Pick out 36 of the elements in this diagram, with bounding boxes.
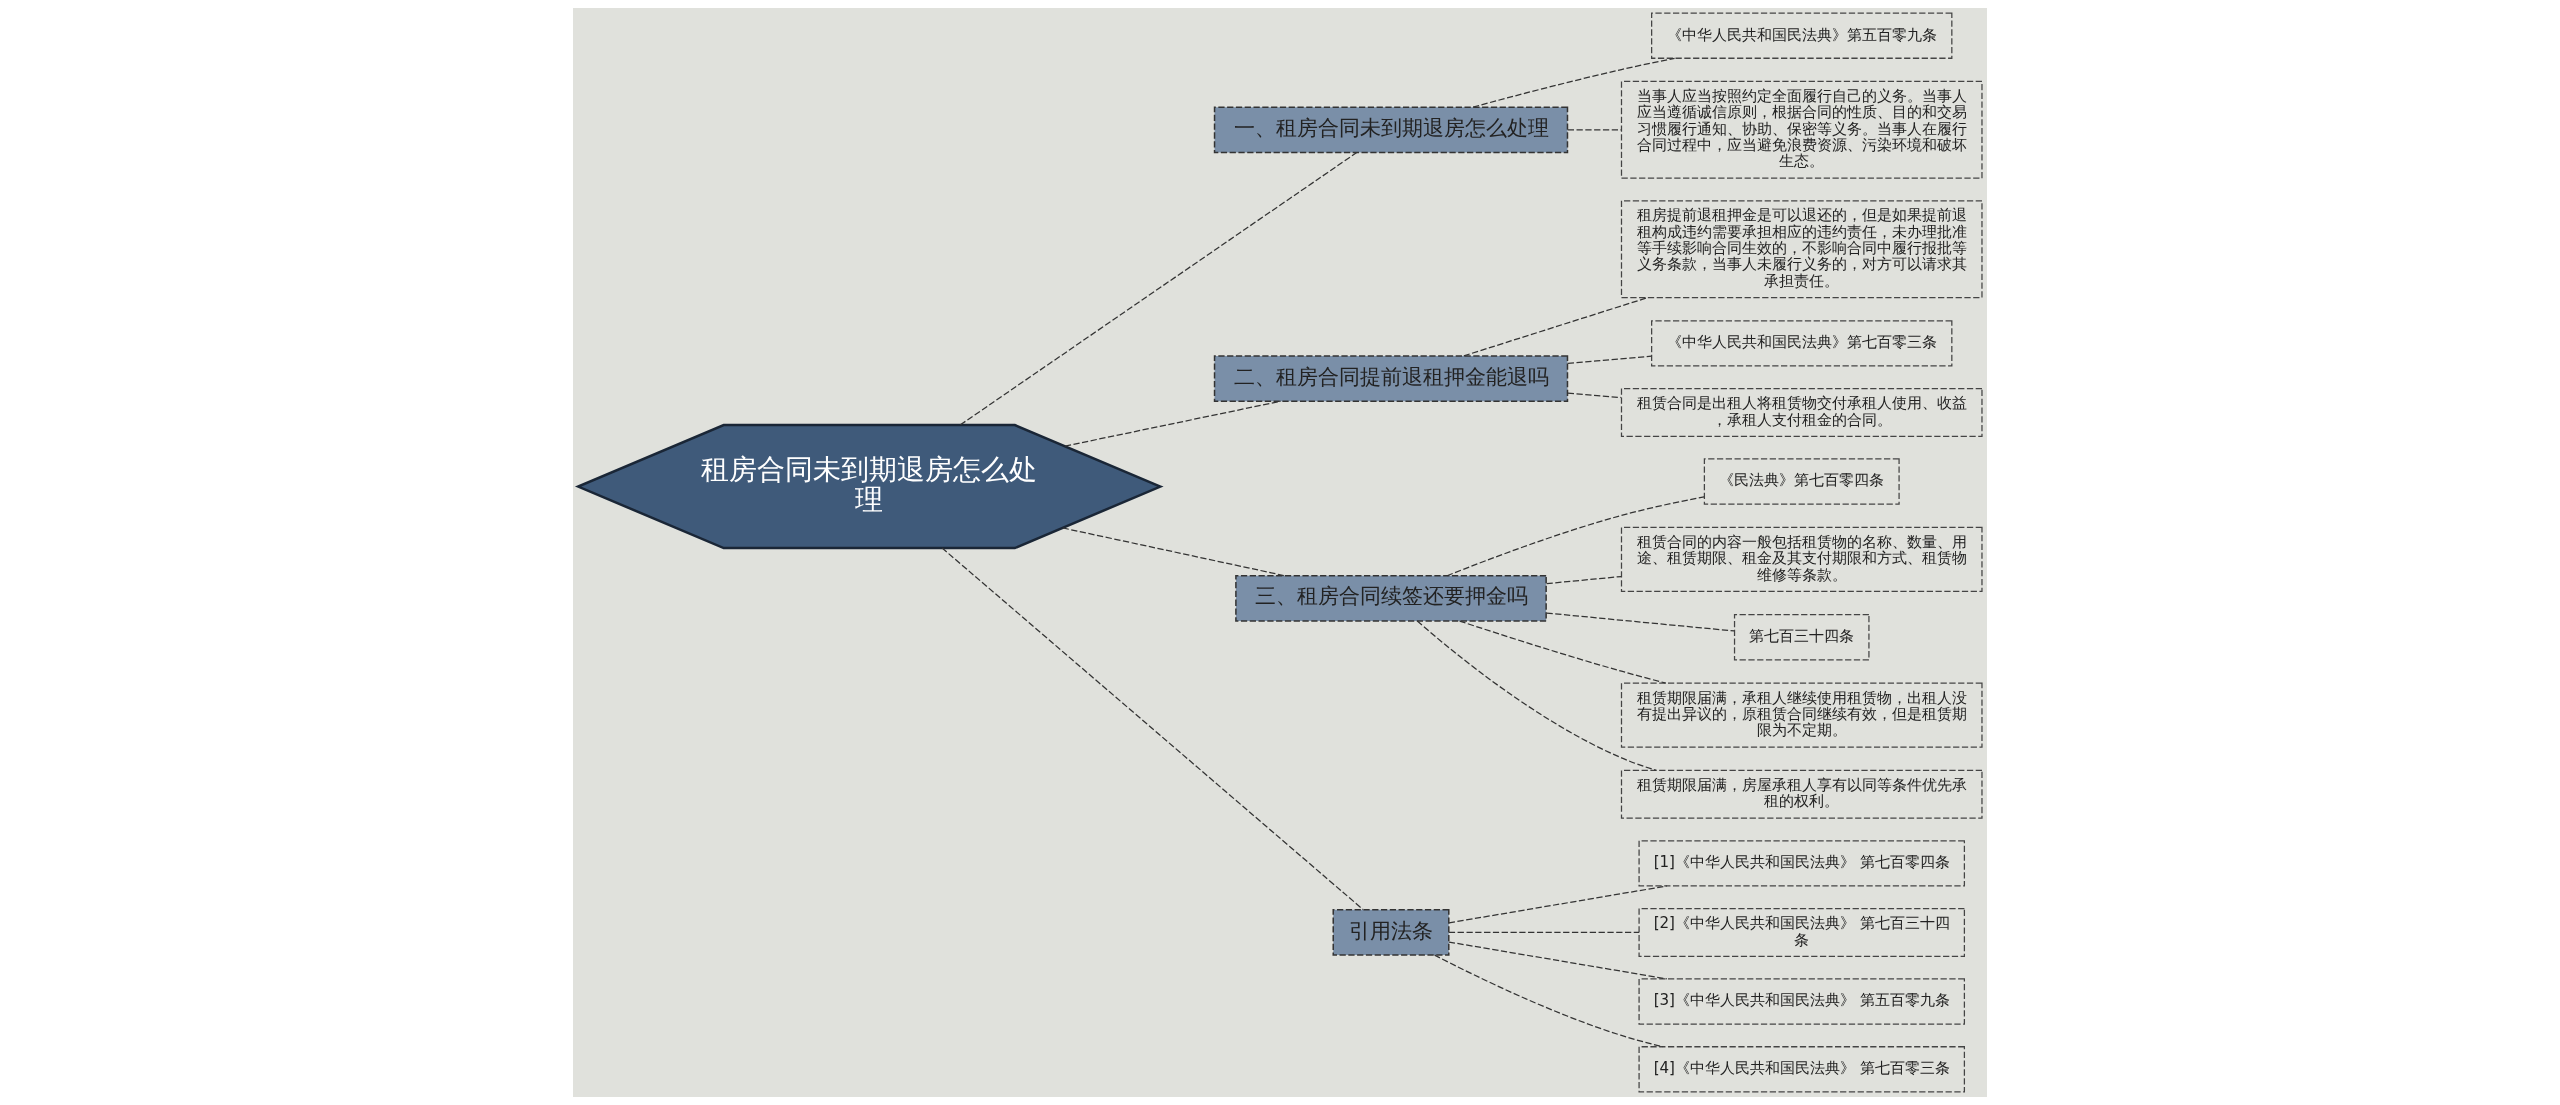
connector: [1567, 355, 1653, 365]
node-box: 《中华人民共和国民法典》第七百零三条: [1651, 320, 1953, 367]
connector: [941, 547, 1364, 911]
connector: [1448, 931, 1640, 934]
connector: [1446, 496, 1705, 577]
node-box: 租赁期限届满，房屋承租人享有以同等条件优先承租的权利。: [1620, 769, 1983, 819]
connector: [1567, 392, 1622, 399]
node-box: 租房提前退租押金是可以退还的，但是如果提前退租构成违约需要承担相应的违约责任，未办理批准等手续影响合同生效的，不影响合同中履行报批等义务条款，当事人未履行义务的，对方可以请求其承担责任。: [1620, 200, 1983, 299]
connector: [1062, 527, 1286, 577]
node-box: [3]《中华人民共和国民法典》 第五百零九条: [1638, 978, 1966, 1025]
node-box: 二、租房合同提前退租押金能退吗: [1213, 355, 1569, 402]
node-box: 一、租房合同未到期退房怎么处理: [1213, 106, 1569, 154]
connector: [1567, 129, 1622, 131]
connector: [1472, 57, 1676, 108]
node-box: [2]《中华人民共和国民法典》 第七百三十四条: [1638, 907, 1966, 957]
node-box: 三、租房合同续签还要押金吗: [1235, 575, 1547, 622]
node-box: 第七百三十四条: [1733, 614, 1870, 661]
node-box: [4]《中华人民共和国民法典》 第七百零三条: [1638, 1046, 1966, 1093]
connector: [1545, 612, 1735, 632]
node-box: 租赁合同的内容一般包括租赁物的名称、数量、用途、租赁期限、租金及其支付期限和方式、租赁物维修等条款。: [1620, 526, 1983, 593]
connector: [1545, 575, 1622, 585]
node-box: 当事人应当按照约定全面履行自己的义务。当事人应当遵循诚信原则，根据合同的性质、目的和交易习惯履行通知、协助、保密等义务。当事人在履行合同过程中，应当避免浪费资源、污染环境和破坏生态。: [1620, 80, 1983, 179]
connector: [1448, 885, 1668, 924]
node-box: 《民法典》第七百零四条: [1703, 458, 1900, 505]
node-box: [1]《中华人民共和国民法典》 第七百零四条: [1638, 840, 1966, 887]
node-box: 租赁合同是出租人将租赁物交付承租人使用、收益，承租人支付租金的合同。: [1620, 387, 1983, 437]
node-box: 《中华人民共和国民法典》第五百零九条: [1651, 12, 1953, 59]
connector: [1433, 954, 1664, 1048]
connector: [1448, 941, 1668, 980]
connector: [959, 151, 1358, 426]
connector: [1064, 400, 1282, 447]
connector: [1463, 296, 1649, 357]
connector: [1416, 620, 1657, 771]
node-box: 引用法条: [1332, 909, 1450, 956]
node-box: 租赁期限届满，承租人继续使用租赁物，出租人没有提出异议的，原租赁合同继续有效，但是租赁期限为不定期。: [1620, 682, 1983, 748]
connector: [1459, 620, 1667, 684]
